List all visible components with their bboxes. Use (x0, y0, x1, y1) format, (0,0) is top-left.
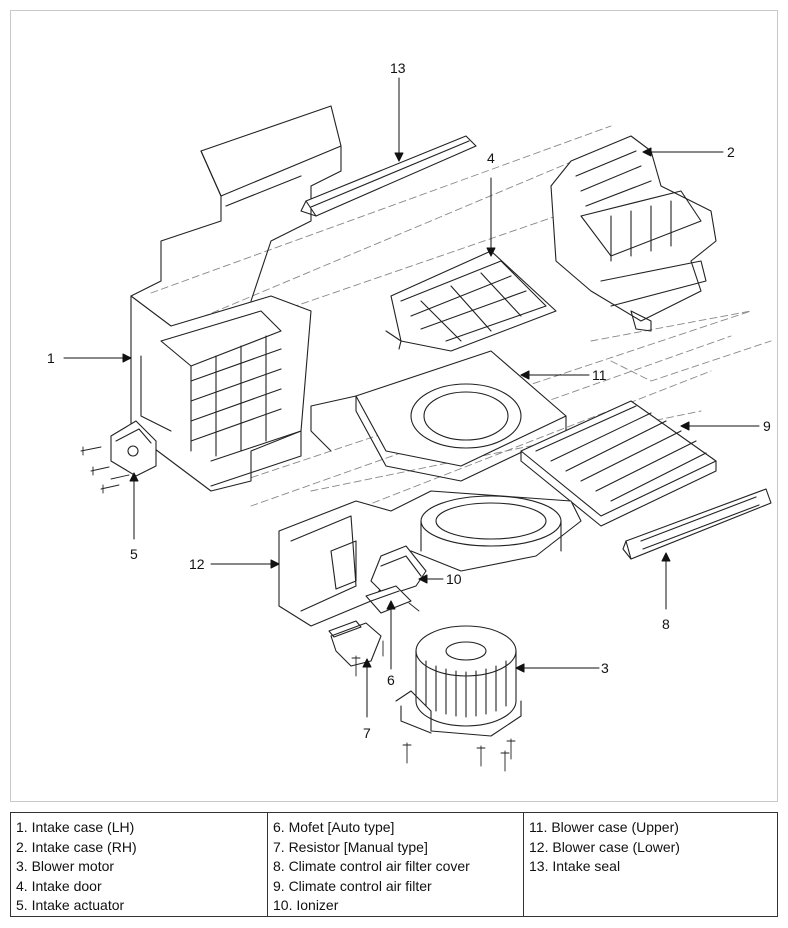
resistor (328, 620, 382, 667)
intake-case-lh (130, 105, 342, 492)
intake-case-rh (550, 135, 717, 332)
screws (80, 446, 516, 772)
blower-case-lower (278, 490, 582, 627)
legend-item: 7. Resistor [Manual type] (273, 838, 428, 855)
legend-item: 1. Intake case (LH) (16, 819, 135, 835)
intake-actuator (110, 420, 157, 477)
legend-item: 4. Intake door (16, 877, 102, 894)
exploded-diagram-frame: 1 2 3 4 5 6 7 8 9 10 11 12 13 (10, 10, 778, 802)
callout-1: 1 (47, 350, 55, 366)
legend-column-3: 11. Blower case (Upper) 12. Blower case … (523, 813, 777, 916)
legend-item: 9. Climate control air filter (273, 877, 432, 894)
parts-legend-table: 1. Intake case (LH) 2. Intake case (RH) … (10, 812, 778, 917)
callout-6: 6 (387, 672, 395, 688)
legend-item: 10. Ionizer (273, 897, 339, 913)
intake-door (385, 250, 557, 352)
climate-control-air-filter (520, 400, 717, 527)
exploded-diagram: 1 2 3 4 5 6 7 8 9 10 11 12 13 (47, 60, 772, 772)
callout-5: 5 (130, 546, 138, 562)
mofet (365, 585, 412, 614)
legend-item: 13. Intake seal (529, 858, 621, 874)
legend-item: 2. Intake case (RH) (16, 838, 137, 855)
air-filter-cover (622, 488, 772, 560)
legend-column-1: 1. Intake case (LH) 2. Intake case (RH) … (11, 813, 267, 916)
legend-column-2: 6. Mofet [Auto type] 7. Resistor [Manual… (267, 813, 523, 916)
legend-item: 12. Blower case (Lower) (529, 838, 680, 855)
leader-lines (63, 77, 760, 718)
callout-3: 3 (601, 660, 609, 676)
callout-2: 2 (727, 144, 735, 160)
intake-seal (300, 135, 477, 217)
blower-case-upper (310, 350, 567, 482)
legend-item: 5. Intake actuator (16, 897, 125, 913)
callout-13: 13 (390, 60, 406, 76)
legend-item: 8. Climate control air filter cover (273, 858, 470, 874)
legend-item: 11. Blower case (Upper) (529, 819, 679, 835)
legend-item: 6. Mofet [Auto type] (273, 819, 395, 835)
callout-labels: 1 2 3 4 5 6 7 8 9 10 11 12 13 (47, 60, 771, 741)
callout-11: 11 (592, 367, 607, 383)
blower-motor (395, 625, 522, 737)
callout-4: 4 (487, 150, 495, 166)
legend-item: 3. Blower motor (16, 858, 115, 874)
callout-8: 8 (662, 616, 670, 632)
callout-7: 7 (363, 725, 371, 741)
callout-9: 9 (763, 418, 771, 434)
ionizer (370, 545, 427, 597)
callout-10: 10 (446, 571, 462, 587)
callout-12: 12 (189, 556, 205, 572)
